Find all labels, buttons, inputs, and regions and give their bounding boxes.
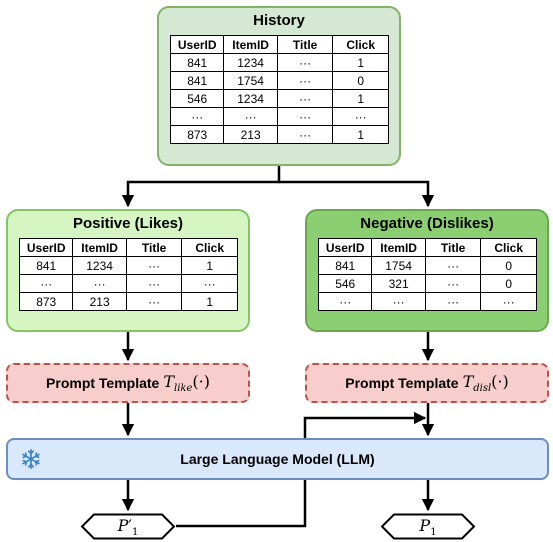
table-header-cell: UserID bbox=[18, 238, 74, 257]
table-cell: ··· bbox=[371, 292, 426, 311]
table-cell: 1754 bbox=[223, 71, 278, 90]
table-cell: 1 bbox=[181, 292, 238, 311]
output-p1-label: P1 bbox=[419, 516, 437, 539]
table-header-cell: Title bbox=[125, 238, 183, 257]
table-cell: ··· bbox=[424, 292, 482, 311]
table-cell: 841 bbox=[169, 53, 225, 72]
table-cell: ··· bbox=[424, 256, 482, 275]
table-header-cell: ItemID bbox=[223, 35, 278, 54]
table-row: ············ bbox=[18, 274, 238, 293]
table-row: ············ bbox=[169, 107, 389, 126]
table-cell: ··· bbox=[223, 107, 278, 126]
negative-title: Negative (Dislikes) bbox=[360, 215, 494, 232]
table-header-cell: Title bbox=[424, 238, 482, 257]
table-cell: 873 bbox=[18, 292, 74, 311]
table-cell: 1754 bbox=[371, 256, 426, 275]
table-header-cell: Click bbox=[181, 238, 238, 257]
table-cell: ··· bbox=[125, 274, 183, 293]
table-cell: 0 bbox=[332, 71, 389, 90]
table-header-cell: UserID bbox=[169, 35, 225, 54]
table-cell: ··· bbox=[317, 292, 373, 311]
table-cell: 1 bbox=[332, 125, 389, 144]
arrow-history-to-positive bbox=[121, 166, 281, 208]
table-cell: ··· bbox=[480, 292, 537, 311]
arrow-history-to-negative bbox=[279, 180, 435, 208]
table-cell: ··· bbox=[125, 256, 183, 275]
prompt-disl-label: Prompt Template bbox=[345, 375, 459, 391]
table-cell: 0 bbox=[480, 274, 537, 293]
table-row: ············ bbox=[317, 292, 537, 311]
table-cell: 873 bbox=[169, 125, 225, 144]
prompt-template-like: Prompt Template Tlike(·) bbox=[6, 363, 250, 403]
table-cell: 841 bbox=[169, 71, 225, 90]
table-header-cell: Click bbox=[332, 35, 389, 54]
table-cell: 1 bbox=[181, 256, 238, 275]
positive-title: Positive (Likes) bbox=[72, 215, 184, 232]
history-title: History bbox=[253, 12, 305, 29]
table-cell: 1234 bbox=[223, 89, 278, 108]
output-p1: P1 bbox=[380, 513, 476, 540]
table-cell: ··· bbox=[276, 107, 334, 126]
table-header-cell: ItemID bbox=[371, 238, 426, 257]
table-cell: 213 bbox=[72, 292, 127, 311]
table-cell: ··· bbox=[169, 107, 225, 126]
hexagon-shape bbox=[80, 513, 176, 540]
table-cell: 841 bbox=[18, 256, 74, 275]
table-cell: 1 bbox=[332, 89, 389, 108]
output-p1-prime-label: P′1 bbox=[117, 516, 139, 539]
table-cell: ··· bbox=[18, 274, 74, 293]
table-header-cell: Click bbox=[480, 238, 537, 257]
table-cell: 321 bbox=[371, 274, 426, 293]
table-cell: 1234 bbox=[72, 256, 127, 275]
table-header-cell: UserID bbox=[317, 238, 373, 257]
table-header-cell: Title bbox=[276, 35, 334, 54]
prompt-disl-formula: Tdisl(·) bbox=[462, 371, 509, 395]
prompt-like-formula: Tlike(·) bbox=[163, 371, 210, 395]
snowflake-icon bbox=[22, 449, 40, 469]
table-cell: 1 bbox=[332, 53, 389, 72]
table-cell: ··· bbox=[276, 89, 334, 108]
llm-label: Large Language Model (LLM) bbox=[180, 451, 375, 467]
table-header-cell: ItemID bbox=[72, 238, 127, 257]
prompt-like-label: Prompt Template bbox=[46, 375, 160, 391]
prompt-template-disl: Prompt Template Tdisl(·) bbox=[305, 363, 549, 403]
table-cell: ··· bbox=[72, 274, 127, 293]
table-cell: ··· bbox=[276, 53, 334, 72]
table-cell: ··· bbox=[125, 292, 183, 311]
table-cell: 546 bbox=[317, 274, 373, 293]
table-cell: 841 bbox=[317, 256, 373, 275]
output-p1-prime: P′1 bbox=[80, 513, 176, 540]
table-cell: ··· bbox=[276, 125, 334, 144]
hexagon-shape bbox=[380, 513, 476, 540]
table-cell: ··· bbox=[332, 107, 389, 126]
table-cell: 546 bbox=[169, 89, 225, 108]
table-cell: ··· bbox=[276, 71, 334, 90]
table-cell: 1234 bbox=[223, 53, 278, 72]
table-cell: ··· bbox=[181, 274, 238, 293]
table-cell: ··· bbox=[424, 274, 482, 293]
table-cell: 0 bbox=[480, 256, 537, 275]
table-cell: 213 bbox=[223, 125, 278, 144]
llm-box: Large Language Model (LLM) bbox=[6, 438, 549, 480]
